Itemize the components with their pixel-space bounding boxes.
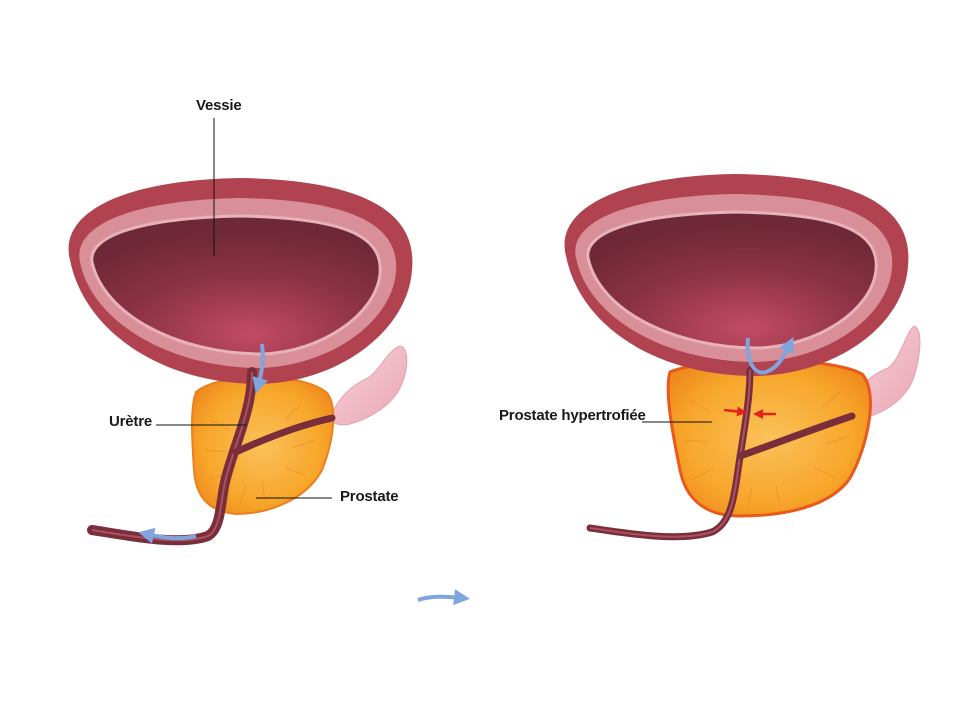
normal-bladder-lumen xyxy=(90,214,382,356)
enlarged-anatomy xyxy=(564,174,921,541)
flow-arrow-down xyxy=(252,343,268,394)
flow-arrow-out xyxy=(138,527,197,544)
legend-flow-arrow xyxy=(417,589,470,606)
normal-anatomy xyxy=(68,118,413,546)
prostate-texture xyxy=(204,404,316,506)
normal-ejaculatory-duct xyxy=(232,414,336,456)
seminal-vesicle xyxy=(329,345,408,426)
label-prostate: Prostate xyxy=(340,488,399,505)
label-vessie: Vessie xyxy=(196,97,242,114)
enlarged-prostate xyxy=(666,358,872,518)
enlarged-prostate-texture xyxy=(683,391,851,509)
label-prostate-hypertrofiee: Prostate hypertrofiée xyxy=(499,407,646,424)
compression-arrow-left xyxy=(723,406,747,417)
enlarged-bladder-lumen xyxy=(586,210,878,350)
enlarged-ejaculatory-duct xyxy=(736,412,856,460)
flow-arrow-blocked xyxy=(745,336,794,375)
normal-prostate xyxy=(191,376,335,516)
label-uretre: Urètre xyxy=(109,413,152,430)
